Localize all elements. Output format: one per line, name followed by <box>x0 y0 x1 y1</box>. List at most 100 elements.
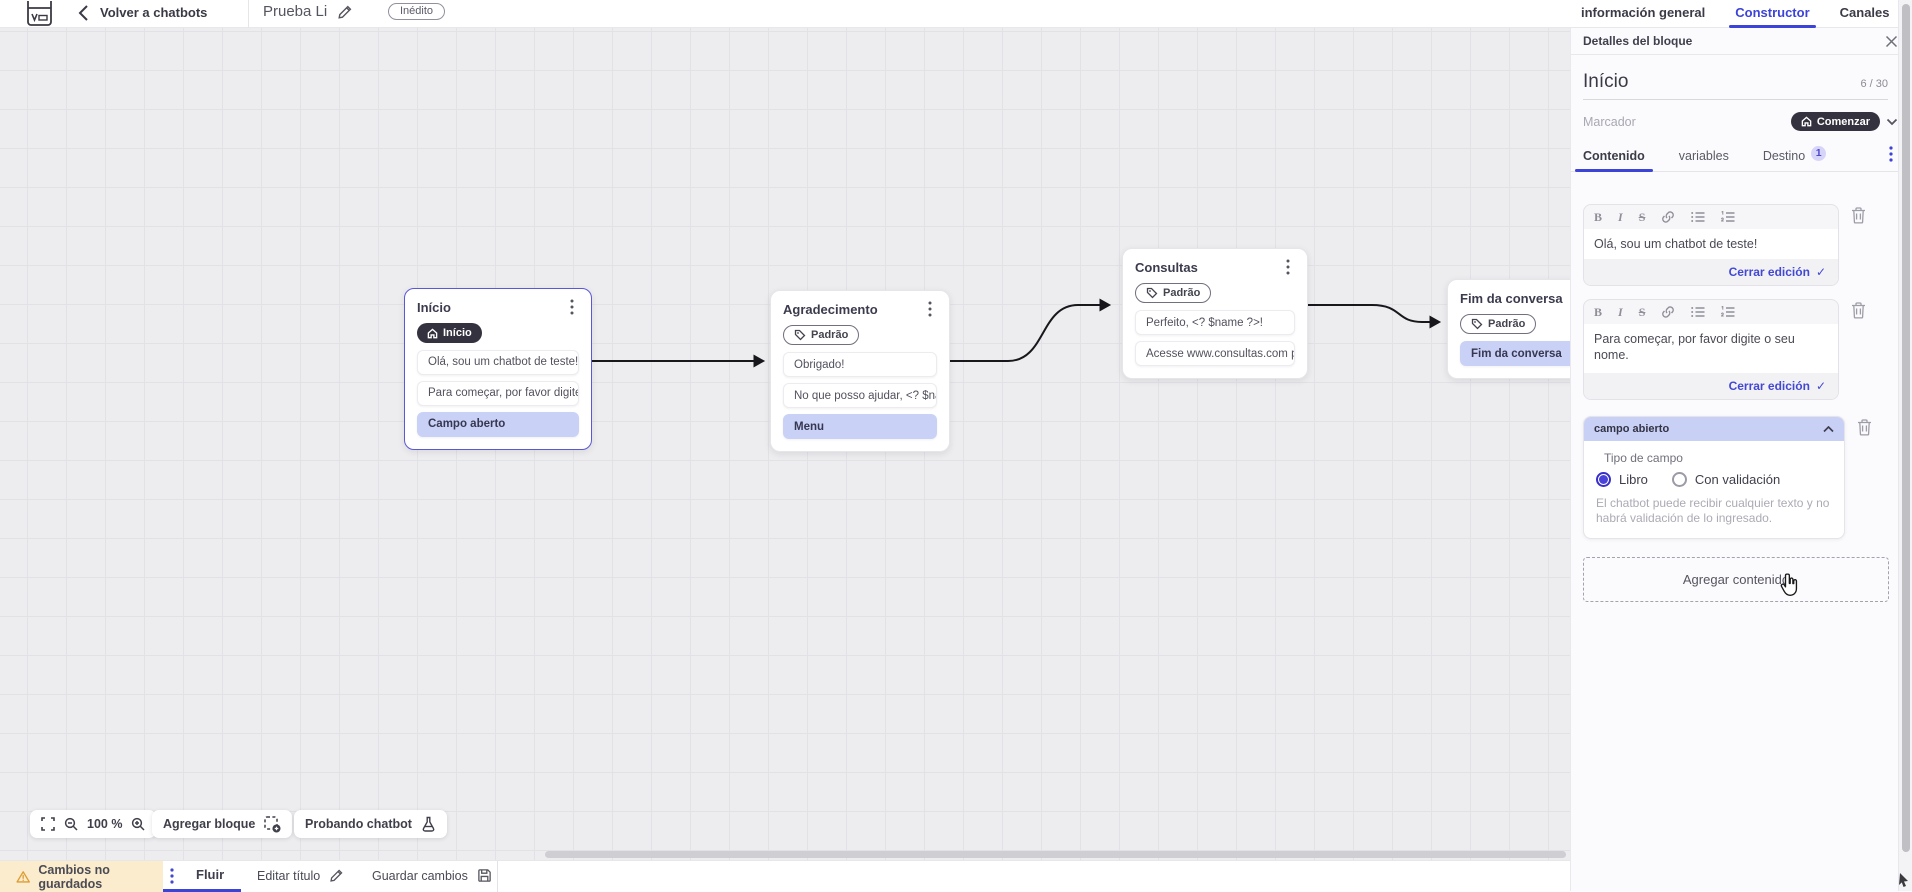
tab-destino[interactable]: Destino 1 <box>1763 146 1826 172</box>
check-icon: ✓ <box>1816 379 1826 393</box>
block-name-input[interactable]: Início <box>1583 71 1628 93</box>
main-tabs: información general Constructor Canales <box>1573 0 1898 28</box>
link-icon[interactable] <box>1661 210 1675 224</box>
trash-icon[interactable] <box>1851 207 1866 224</box>
check-icon: ✓ <box>1816 265 1826 279</box>
top-bar: Volver a chatbots Prueba Li Inédito info… <box>0 0 1912 28</box>
fullscreen-icon[interactable] <box>41 817 55 831</box>
back-to-chatbots-link[interactable]: Volver a chatbots <box>100 5 207 20</box>
node-menu-icon[interactable] <box>565 299 579 315</box>
node-menu-icon[interactable] <box>923 301 937 317</box>
tab-contenido[interactable]: Contenido <box>1583 146 1645 172</box>
trash-icon[interactable] <box>1857 419 1872 436</box>
edit-title-button[interactable]: Editar título <box>257 868 344 883</box>
home-icon <box>427 328 438 339</box>
vertical-scrollbar-thumb[interactable] <box>1902 4 1910 852</box>
app-logo <box>26 1 53 28</box>
marker-label: Marcador <box>1583 115 1636 129</box>
numbered-list-icon[interactable] <box>1721 211 1735 223</box>
unsaved-changes-label: Cambios no guardados <box>38 863 163 891</box>
node-content-item[interactable]: Obrigado! <box>783 352 937 377</box>
radio-con-validacion[interactable]: Con validación <box>1672 472 1780 487</box>
editor-text[interactable]: Para começar, por favor digite o seu nom… <box>1584 324 1838 373</box>
node-content-item[interactable]: Olá, sou um chatbot de teste! <box>417 350 579 375</box>
radio-libro[interactable]: Libro <box>1596 472 1648 487</box>
node-title: Consultas <box>1135 259 1198 277</box>
tab-variables[interactable]: variables <box>1679 146 1729 172</box>
text-editor[interactable]: B I S Para começar, por favor digite o s… <box>1583 299 1839 400</box>
tab-canales[interactable]: Canales <box>1840 0 1890 28</box>
bold-icon[interactable]: B <box>1594 305 1602 320</box>
strikethrough-icon[interactable]: S <box>1639 210 1646 225</box>
radio-selected-icon[interactable] <box>1596 472 1611 487</box>
vertical-scrollbar[interactable] <box>1898 0 1912 891</box>
horizontal-scrollbar[interactable] <box>545 851 1566 858</box>
close-edit-button[interactable]: Cerrar edición <box>1729 379 1810 393</box>
tag-icon <box>1146 287 1158 299</box>
node-title: Agradecimento <box>783 301 878 319</box>
strikethrough-icon[interactable]: S <box>1639 305 1646 320</box>
node-content-item[interactable]: No que posso ajudar, <? $name ... <box>783 383 937 408</box>
bottom-bar: Cambios no guardados Fluir Editar título… <box>0 860 1570 891</box>
char-counter: 6 / 30 <box>1860 78 1888 93</box>
edit-title-icon[interactable] <box>337 4 353 20</box>
node-content-item[interactable]: Campo aberto <box>417 412 579 437</box>
open-field-section: campo abierto Tipo de campo Libro <box>1583 416 1845 539</box>
chevron-down-icon[interactable] <box>1886 118 1898 126</box>
zoom-in-icon[interactable] <box>131 817 145 831</box>
node-menu-icon[interactable] <box>1281 259 1295 275</box>
editor-text[interactable]: Olá, sou um chatbot de teste! <box>1584 229 1838 259</box>
node-type-badge: Padrão <box>1460 314 1536 334</box>
canvas-zoom-controls[interactable]: 100 % <box>30 810 156 838</box>
marker-value-pill[interactable]: Comenzar <box>1791 112 1880 131</box>
unsaved-changes-chip: Cambios no guardados <box>0 861 163 892</box>
node-title: Início <box>417 299 451 317</box>
radio-unselected-icon[interactable] <box>1672 472 1687 487</box>
content-editor-row: B I S Olá, sou um chatbot de teste! <box>1583 204 1900 286</box>
zoom-out-icon[interactable] <box>64 817 78 831</box>
add-content-button[interactable]: Agregar contenido <box>1583 557 1889 602</box>
trash-icon[interactable] <box>1851 302 1866 319</box>
flow-more-icon[interactable] <box>170 868 174 884</box>
add-block-button[interactable]: Agregar bloque <box>152 810 292 838</box>
tab-constructor[interactable]: Constructor <box>1735 0 1809 28</box>
text-editor[interactable]: B I S Olá, sou um chatbot de teste! <box>1583 204 1839 286</box>
tab-fluir[interactable]: Fluir <box>196 867 224 882</box>
node-content-item[interactable]: Para começar, por favor digite o ... <box>417 381 579 406</box>
panel-more-icon[interactable] <box>1884 146 1898 162</box>
add-block-label: Agregar bloque <box>163 817 255 831</box>
italic-icon[interactable]: I <box>1618 210 1623 225</box>
tab-informacion-general[interactable]: información general <box>1581 0 1705 28</box>
node-content-item[interactable]: Perfeito, <? $name ?>! <box>1135 310 1295 335</box>
scroll-corner-arrow <box>1897 872 1911 888</box>
chatbot-title[interactable]: Prueba Li <box>263 3 327 20</box>
editor-toolbar: B I S <box>1584 300 1838 324</box>
close-edit-button[interactable]: Cerrar edición <box>1729 265 1810 279</box>
close-icon[interactable] <box>1885 35 1898 48</box>
node-content-item[interactable]: Menu <box>783 414 937 439</box>
back-icon[interactable] <box>78 4 89 22</box>
node-type-badge: Padrão <box>783 325 859 345</box>
warning-icon <box>16 870 30 884</box>
node-content-item[interactable]: Acesse www.consultas.com par... <box>1135 341 1295 366</box>
node-type-badge: Padrão <box>1135 283 1211 303</box>
flask-icon <box>421 816 436 832</box>
panel-title: Detalles del bloque <box>1583 34 1692 48</box>
numbered-list-icon[interactable] <box>1721 306 1735 318</box>
italic-icon[interactable]: I <box>1618 305 1623 320</box>
bullet-list-icon[interactable] <box>1691 306 1705 318</box>
save-changes-button[interactable]: Guardar cambios <box>372 868 492 883</box>
open-field-header[interactable]: campo abierto <box>1584 417 1844 441</box>
chevron-up-icon[interactable] <box>1823 426 1834 433</box>
field-section-row: campo abierto Tipo de campo Libro <box>1583 416 1900 539</box>
field-help-text: El chatbot puede recibir cualquier texto… <box>1596 496 1832 526</box>
link-icon[interactable] <box>1661 305 1675 319</box>
bold-icon[interactable]: B <box>1594 210 1602 225</box>
tag-icon <box>794 329 806 341</box>
block-details-panel: Detalles del bloque Início 6 / 30 Marcad… <box>1570 28 1912 891</box>
bullet-list-icon[interactable] <box>1691 211 1705 223</box>
test-chatbot-button[interactable]: Probando chatbot <box>294 810 447 838</box>
